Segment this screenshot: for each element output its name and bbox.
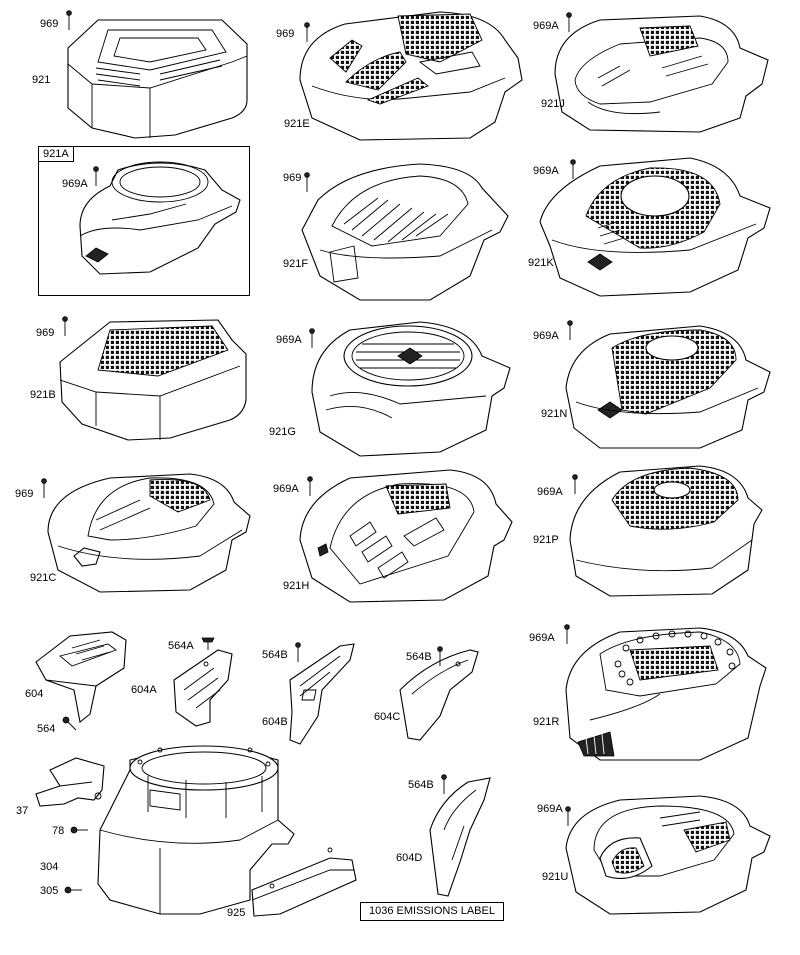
- screw-78: [70, 826, 88, 834]
- part-label: 921P: [533, 534, 559, 546]
- guard-604A: [173, 649, 233, 727]
- part-label: 969: [283, 172, 302, 184]
- blower-housing-921H: [299, 469, 513, 603]
- screw-969A: [570, 159, 576, 179]
- part-label: 921R: [533, 716, 560, 728]
- blower-housing-921C: [47, 473, 251, 593]
- screw-564B: [441, 774, 447, 794]
- screw-969: [41, 478, 47, 498]
- part-label: 604D: [396, 852, 423, 864]
- part-label: 921U: [542, 871, 569, 883]
- guard-604B: [289, 643, 355, 745]
- screw-969A: [567, 320, 573, 340]
- part-label: 969A: [529, 632, 555, 644]
- part-label: 969A: [533, 330, 559, 342]
- part-label: 37: [16, 805, 29, 817]
- screw-969A: [93, 166, 99, 186]
- group-frame-921A: [38, 146, 250, 296]
- part-label: 969A: [533, 165, 559, 177]
- screw-564: [62, 716, 77, 731]
- screw-969A: [572, 474, 578, 494]
- group-label-921A: 921A: [38, 146, 74, 162]
- part-label: 921E: [284, 118, 310, 130]
- part-label: 564B: [408, 779, 434, 791]
- part-label: 921: [32, 74, 51, 86]
- guard-604C: [399, 649, 479, 741]
- guard-604D: [429, 777, 491, 897]
- part-label: 969A: [537, 803, 563, 815]
- part-label: 921H: [283, 580, 310, 592]
- screw-969: [304, 172, 310, 192]
- blower-housing-304: [97, 745, 295, 915]
- screw-564B: [437, 646, 443, 666]
- part-label: 921G: [269, 426, 296, 438]
- panel-925: [251, 847, 357, 917]
- guard-604: [35, 631, 127, 724]
- part-label: 921C: [30, 572, 57, 584]
- screw-969A: [564, 624, 570, 644]
- blower-housing-921P: [569, 465, 763, 597]
- screw-564B: [295, 642, 301, 662]
- screw-305: [64, 886, 82, 894]
- part-label: 305: [40, 885, 59, 897]
- part-label: 921K: [528, 257, 554, 269]
- part-label: 969: [40, 18, 59, 30]
- part-label: 921F: [283, 258, 309, 270]
- part-label: 925: [227, 907, 246, 919]
- blower-housing-921K: [539, 157, 771, 297]
- blower-housing-921J: [554, 15, 769, 133]
- blower-housing-921A: [79, 161, 241, 275]
- screw-969A: [309, 328, 315, 348]
- blower-housing-921U: [565, 795, 771, 915]
- part-label: 564A: [168, 640, 194, 652]
- part-label: 969A: [273, 483, 299, 495]
- screw-969: [304, 22, 310, 42]
- blower-housing-921: [67, 19, 248, 139]
- part-label: 564: [37, 723, 56, 735]
- part-label: 969A: [533, 20, 559, 32]
- part-label: 604B: [262, 716, 288, 728]
- blower-housing-921F: [301, 163, 509, 301]
- part-label: 304: [40, 861, 59, 873]
- part-label: 969A: [62, 178, 88, 190]
- emissions-label-box: 1036 EMISSIONS LABEL: [360, 902, 504, 921]
- part-label: 921N: [541, 408, 568, 420]
- blower-housing-921G: [311, 321, 511, 457]
- screw-564A: [201, 637, 215, 650]
- screw-969: [66, 10, 72, 30]
- part-label: 604C: [374, 711, 401, 723]
- screw-969A: [566, 12, 572, 32]
- part-label: 969: [15, 488, 34, 500]
- screw-969A: [307, 476, 313, 496]
- baffle-37: [35, 757, 105, 807]
- part-label: 564B: [406, 651, 432, 663]
- part-label: 604A: [131, 684, 157, 696]
- screw-969: [62, 316, 68, 336]
- screw-969A: [565, 806, 571, 826]
- part-label: 921B: [30, 389, 56, 401]
- part-label: 604: [25, 688, 44, 700]
- blower-housing-921R: [565, 627, 767, 761]
- part-label: 969A: [537, 486, 563, 498]
- part-label: 969: [276, 28, 295, 40]
- part-label: 969: [36, 327, 55, 339]
- blower-housing-921N: [565, 325, 771, 449]
- part-label: 921J: [541, 98, 565, 110]
- part-label: 78: [52, 825, 65, 837]
- part-label: 969A: [276, 334, 302, 346]
- blower-housing-921E: [299, 11, 523, 141]
- blower-housing-921B: [59, 319, 247, 441]
- part-label: 564B: [262, 649, 288, 661]
